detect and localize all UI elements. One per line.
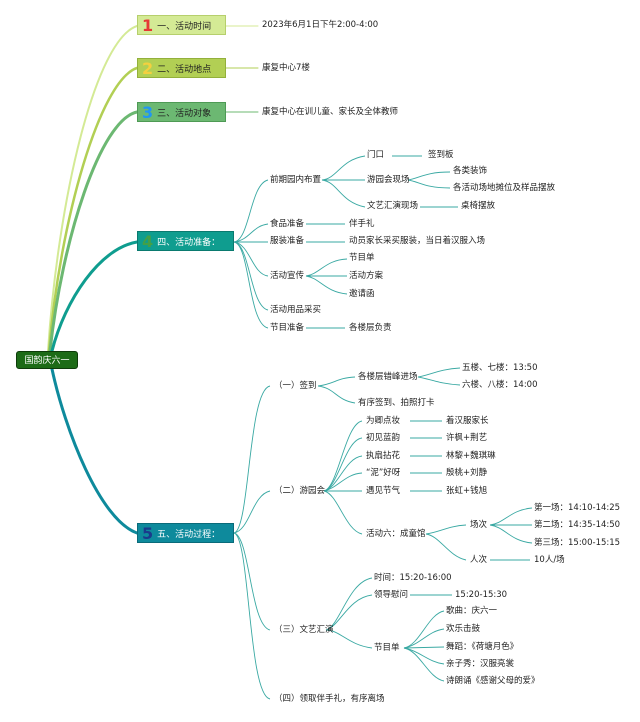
show-leader[interactable]: 领导慰问: [374, 590, 409, 600]
show-act[interactable]: 亲子秀：汉服亮裳: [446, 659, 515, 669]
prep-garden-item[interactable]: 各类装饰: [453, 166, 488, 176]
sessions-label[interactable]: 场次: [470, 520, 488, 530]
prep-supplies[interactable]: 活动用品采买: [270, 305, 322, 315]
process-finish[interactable]: （四）领取伴手礼，有序离场: [274, 694, 385, 704]
section-3-detail: 康复中心在训儿童、家长及全体教师: [262, 107, 399, 117]
show-act[interactable]: 欢乐击鼓: [446, 624, 481, 634]
prep-costume[interactable]: 服装准备: [270, 236, 305, 246]
prep-garden-item[interactable]: 各活动场地摊位及样品摆放: [453, 183, 556, 193]
activity-host[interactable]: 张虹+钱旭: [446, 486, 488, 496]
section-3-label: 三、活动对象: [157, 109, 212, 119]
show-leader-time[interactable]: 15:20-15:30: [455, 590, 508, 600]
root-node[interactable]: 国韵庆六一: [16, 351, 78, 369]
section-1-number: 1: [142, 16, 154, 35]
section-1-detail: 2023年6月1日下午2:00-4:00: [262, 20, 379, 30]
people-label[interactable]: 人次: [470, 555, 488, 565]
prep-stage-item[interactable]: 桌椅摆放: [461, 201, 496, 211]
show-act[interactable]: 诗朗诵《感谢父母的爱》: [446, 676, 540, 686]
prep-program[interactable]: 节目准备: [270, 323, 305, 333]
section-2-label: 二、活动地点: [157, 65, 212, 75]
section-2-detail: 康复中心7楼: [262, 63, 310, 73]
section-4-label: 四、活动准备：: [157, 238, 221, 248]
activity-host[interactable]: 许枫+荆艺: [446, 433, 488, 443]
show-time[interactable]: 时间：15:20-16:00: [374, 573, 452, 583]
prep-door[interactable]: 门口: [367, 150, 385, 160]
activity-name[interactable]: 遇见节气: [366, 486, 401, 496]
prep-costume-item[interactable]: 动员家长采买服装，当日着汉服入场: [349, 236, 486, 246]
prep-program-item[interactable]: 各楼层负责: [349, 323, 392, 333]
activity-name[interactable]: 为卿点妆: [366, 416, 401, 426]
activity-name[interactable]: 初见蓝韵: [366, 433, 401, 443]
show-playbill[interactable]: 节目单: [374, 643, 400, 653]
process-show[interactable]: （三）文艺汇演: [274, 625, 334, 635]
section-5-label: 五、活动过程：: [157, 530, 221, 540]
activity-host[interactable]: 林黎+魏琪琳: [446, 451, 496, 461]
section-3-number: 3: [142, 103, 154, 122]
prep-food-item[interactable]: 伴手礼: [349, 219, 375, 229]
section-2-number: 2: [142, 59, 154, 78]
prep-promo-item[interactable]: 邀请函: [349, 289, 375, 299]
process-floor-time[interactable]: 五楼、七楼：13:50: [462, 363, 538, 373]
session-time[interactable]: 第一场：14:10-14:25: [534, 503, 621, 513]
section-4-number: 4: [142, 232, 154, 251]
activity-six[interactable]: 活动六：成童馆: [366, 529, 426, 539]
process-floor-time[interactable]: 六楼、八楼：14:00: [462, 380, 538, 390]
show-act[interactable]: 歌曲：庆六一: [446, 606, 498, 616]
prep-promo-item[interactable]: 活动方案: [349, 271, 384, 281]
prep-garden[interactable]: 游园会现场: [367, 175, 410, 185]
section-5-number: 5: [142, 524, 154, 543]
prep-food[interactable]: 食品准备: [270, 219, 305, 229]
activity-host[interactable]: 着汉服家长: [446, 416, 489, 426]
section-1-label: 一、活动时间: [157, 22, 212, 32]
show-act[interactable]: 舞蹈：《荷塘月色》: [446, 642, 519, 652]
session-time[interactable]: 第三场：15:00-15:15: [534, 538, 621, 548]
process-staggered[interactable]: 各楼层错峰进场: [358, 372, 418, 382]
prep-door-item[interactable]: 签到板: [428, 150, 454, 160]
prep-stage[interactable]: 文艺汇演现场: [367, 201, 419, 211]
prep-layout[interactable]: 前期园内布置: [270, 175, 322, 185]
activity-name[interactable]: 执扇拈花: [366, 451, 401, 461]
process-signin[interactable]: （一）签到: [274, 381, 317, 391]
process-garden[interactable]: （二）游园会: [274, 486, 326, 496]
prep-promo[interactable]: 活动宣传: [270, 271, 305, 281]
activity-host[interactable]: 殷桃+刘静: [446, 468, 488, 478]
people-value[interactable]: 10人/场: [534, 555, 565, 565]
prep-promo-item[interactable]: 节目单: [349, 253, 375, 263]
process-orderly[interactable]: 有序签到、拍照打卡: [358, 398, 435, 408]
session-time[interactable]: 第二场：14:35-14:50: [534, 520, 621, 530]
activity-name[interactable]: “泥”好呀: [366, 468, 401, 478]
